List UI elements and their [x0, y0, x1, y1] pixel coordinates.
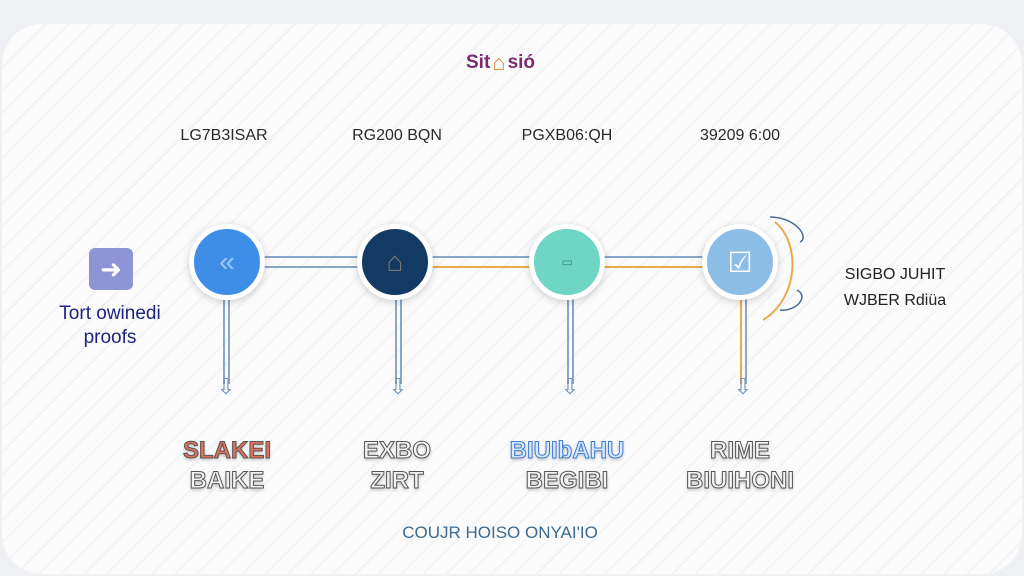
- connector-line: [430, 266, 530, 268]
- logo-text-left: Sit: [466, 52, 491, 73]
- step-top-label: 39209 6:00: [699, 127, 781, 144]
- logo-text-right: sió: [507, 52, 536, 73]
- diagram-card: [2, 24, 1022, 574]
- cycle-arrow-icon: [762, 216, 804, 321]
- step-title-line1: BIUIbAHU: [509, 437, 625, 465]
- connector-line: [430, 256, 530, 258]
- right-arrow-icon: ➜: [89, 248, 133, 290]
- step-node-1: «: [189, 224, 265, 300]
- step-node-3: ▭: [529, 224, 605, 300]
- step-title-line2: BEGIBI: [525, 467, 609, 495]
- down-line: [395, 298, 402, 384]
- down-arrow-icon: ⇩: [388, 374, 408, 399]
- right-label: SIGBO JUHIT WJBER Rdiüa: [830, 262, 960, 314]
- house-icon: ⌂: [386, 246, 404, 277]
- check-shield-icon: ☑: [727, 246, 753, 278]
- step-top-label: PGXB06:QH: [521, 127, 613, 144]
- step-title-line1: EXBO: [362, 437, 431, 465]
- down-arrow-icon: ⇩: [216, 374, 236, 399]
- left-label: Tort owinedi proofs: [30, 302, 190, 350]
- down-arrow-icon: ⇩: [560, 374, 580, 399]
- double-chevron-left-icon: «: [219, 246, 235, 277]
- step-node-2: ⌂: [357, 224, 433, 300]
- connector-line: [604, 266, 704, 268]
- down-line: [223, 298, 230, 384]
- step-top-label: LG7B3ISAR: [180, 127, 268, 144]
- step-top-label: RG200 BQN: [352, 127, 442, 144]
- down-line: [567, 298, 574, 384]
- left-label-line2: proofs: [83, 327, 137, 348]
- connector-line: [262, 256, 362, 258]
- right-label-line2: WJBER Rdiüa: [843, 292, 947, 309]
- down-arrow-icon: ⇩: [733, 374, 753, 399]
- step-title-line2: BIUIHONI: [686, 467, 795, 495]
- connector-line: [604, 256, 704, 258]
- right-label-line1: SIGBO JUHIT: [844, 266, 946, 283]
- badge-icon: ▭: [561, 255, 573, 269]
- logo: Sit ⌂ sió: [466, 50, 535, 76]
- logo-tree-icon: ⌂: [492, 50, 506, 75]
- footer-caption: COUJR HOISO ONYAI'IO: [402, 523, 598, 542]
- step-node-4: ☑: [702, 224, 778, 300]
- connector-line: [262, 266, 362, 268]
- step-title-line1: RIME: [710, 437, 771, 465]
- step-title-line1: SLAKEI: [182, 437, 271, 465]
- step-title-line2: BAIKE: [189, 467, 265, 495]
- step-title-line2: ZIRT: [370, 467, 424, 495]
- down-line: [740, 298, 747, 384]
- left-label-line1: Tort owinedi: [59, 303, 161, 324]
